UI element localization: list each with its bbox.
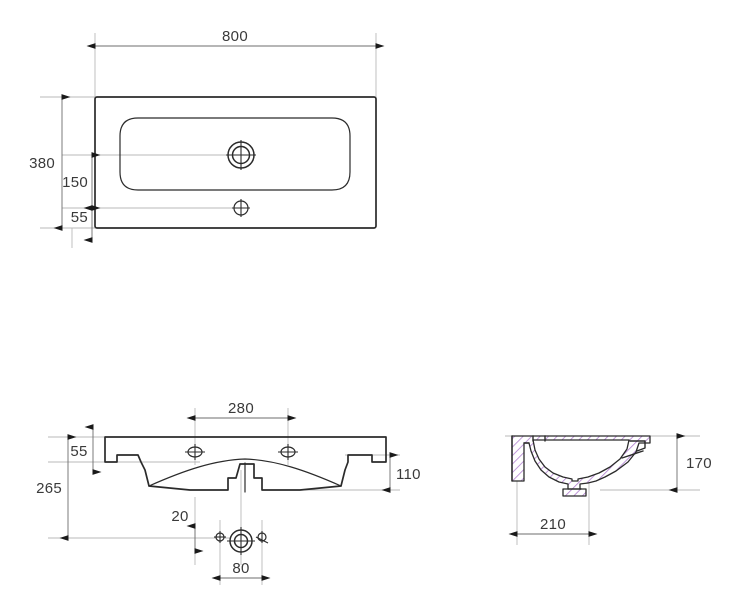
left-tap-hole [185,444,205,460]
side-section-view: 170 210 [505,433,712,545]
dimension-tap-spacing-280: 280 [186,400,297,421]
waste-outlet [227,527,255,555]
dimension-section-height-170: 170 [668,433,712,493]
dimension-label-80: 80 [232,560,249,577]
dimension-overflow-55: 55 [71,205,101,243]
dimension-label-150: 150 [62,174,88,191]
dimension-label-800: 800 [222,28,248,45]
fixing-hole-left [214,531,226,543]
tap-hole [226,140,256,170]
dimension-waste-offset-20: 20 [171,508,204,554]
overflow-hole [232,199,250,217]
dimension-label-55-front: 55 [70,443,87,460]
basin-front-outline [104,436,387,491]
dimension-width-800: 800 [86,28,385,49]
section-detail-lines [511,435,646,490]
dimension-label-280: 280 [228,400,254,417]
front-view: 280 55 265 110 20 80 [36,400,421,585]
dimension-label-170: 170 [686,455,712,472]
right-tap-hole [278,444,298,460]
front-view-extension-lines [48,408,400,585]
dimension-label-265: 265 [36,480,62,497]
dimension-label-110: 110 [396,466,421,483]
dimension-bowl-150: 150 [62,152,101,211]
fixing-hole-right [255,531,269,544]
top-view: 800 380 150 55 [29,28,385,248]
bowl-inner-curve [148,458,342,487]
dimension-label-20: 20 [171,508,188,525]
dimension-rim-55: 55 [70,424,102,475]
dimension-label-380: 380 [29,155,55,172]
dimension-label-55-top: 55 [71,209,88,226]
bowl-outline [119,117,351,191]
dimension-depth-380: 380 [29,94,71,231]
dimension-waste-spacing-80: 80 [211,560,271,581]
dimension-bowl-height-110: 110 [381,452,421,493]
section-cavity [532,439,630,482]
dimension-total-height-265: 265 [36,434,77,541]
top-view-extension-lines [40,33,377,248]
dimension-label-210: 210 [540,516,566,533]
dimension-projection-210: 210 [508,516,598,537]
